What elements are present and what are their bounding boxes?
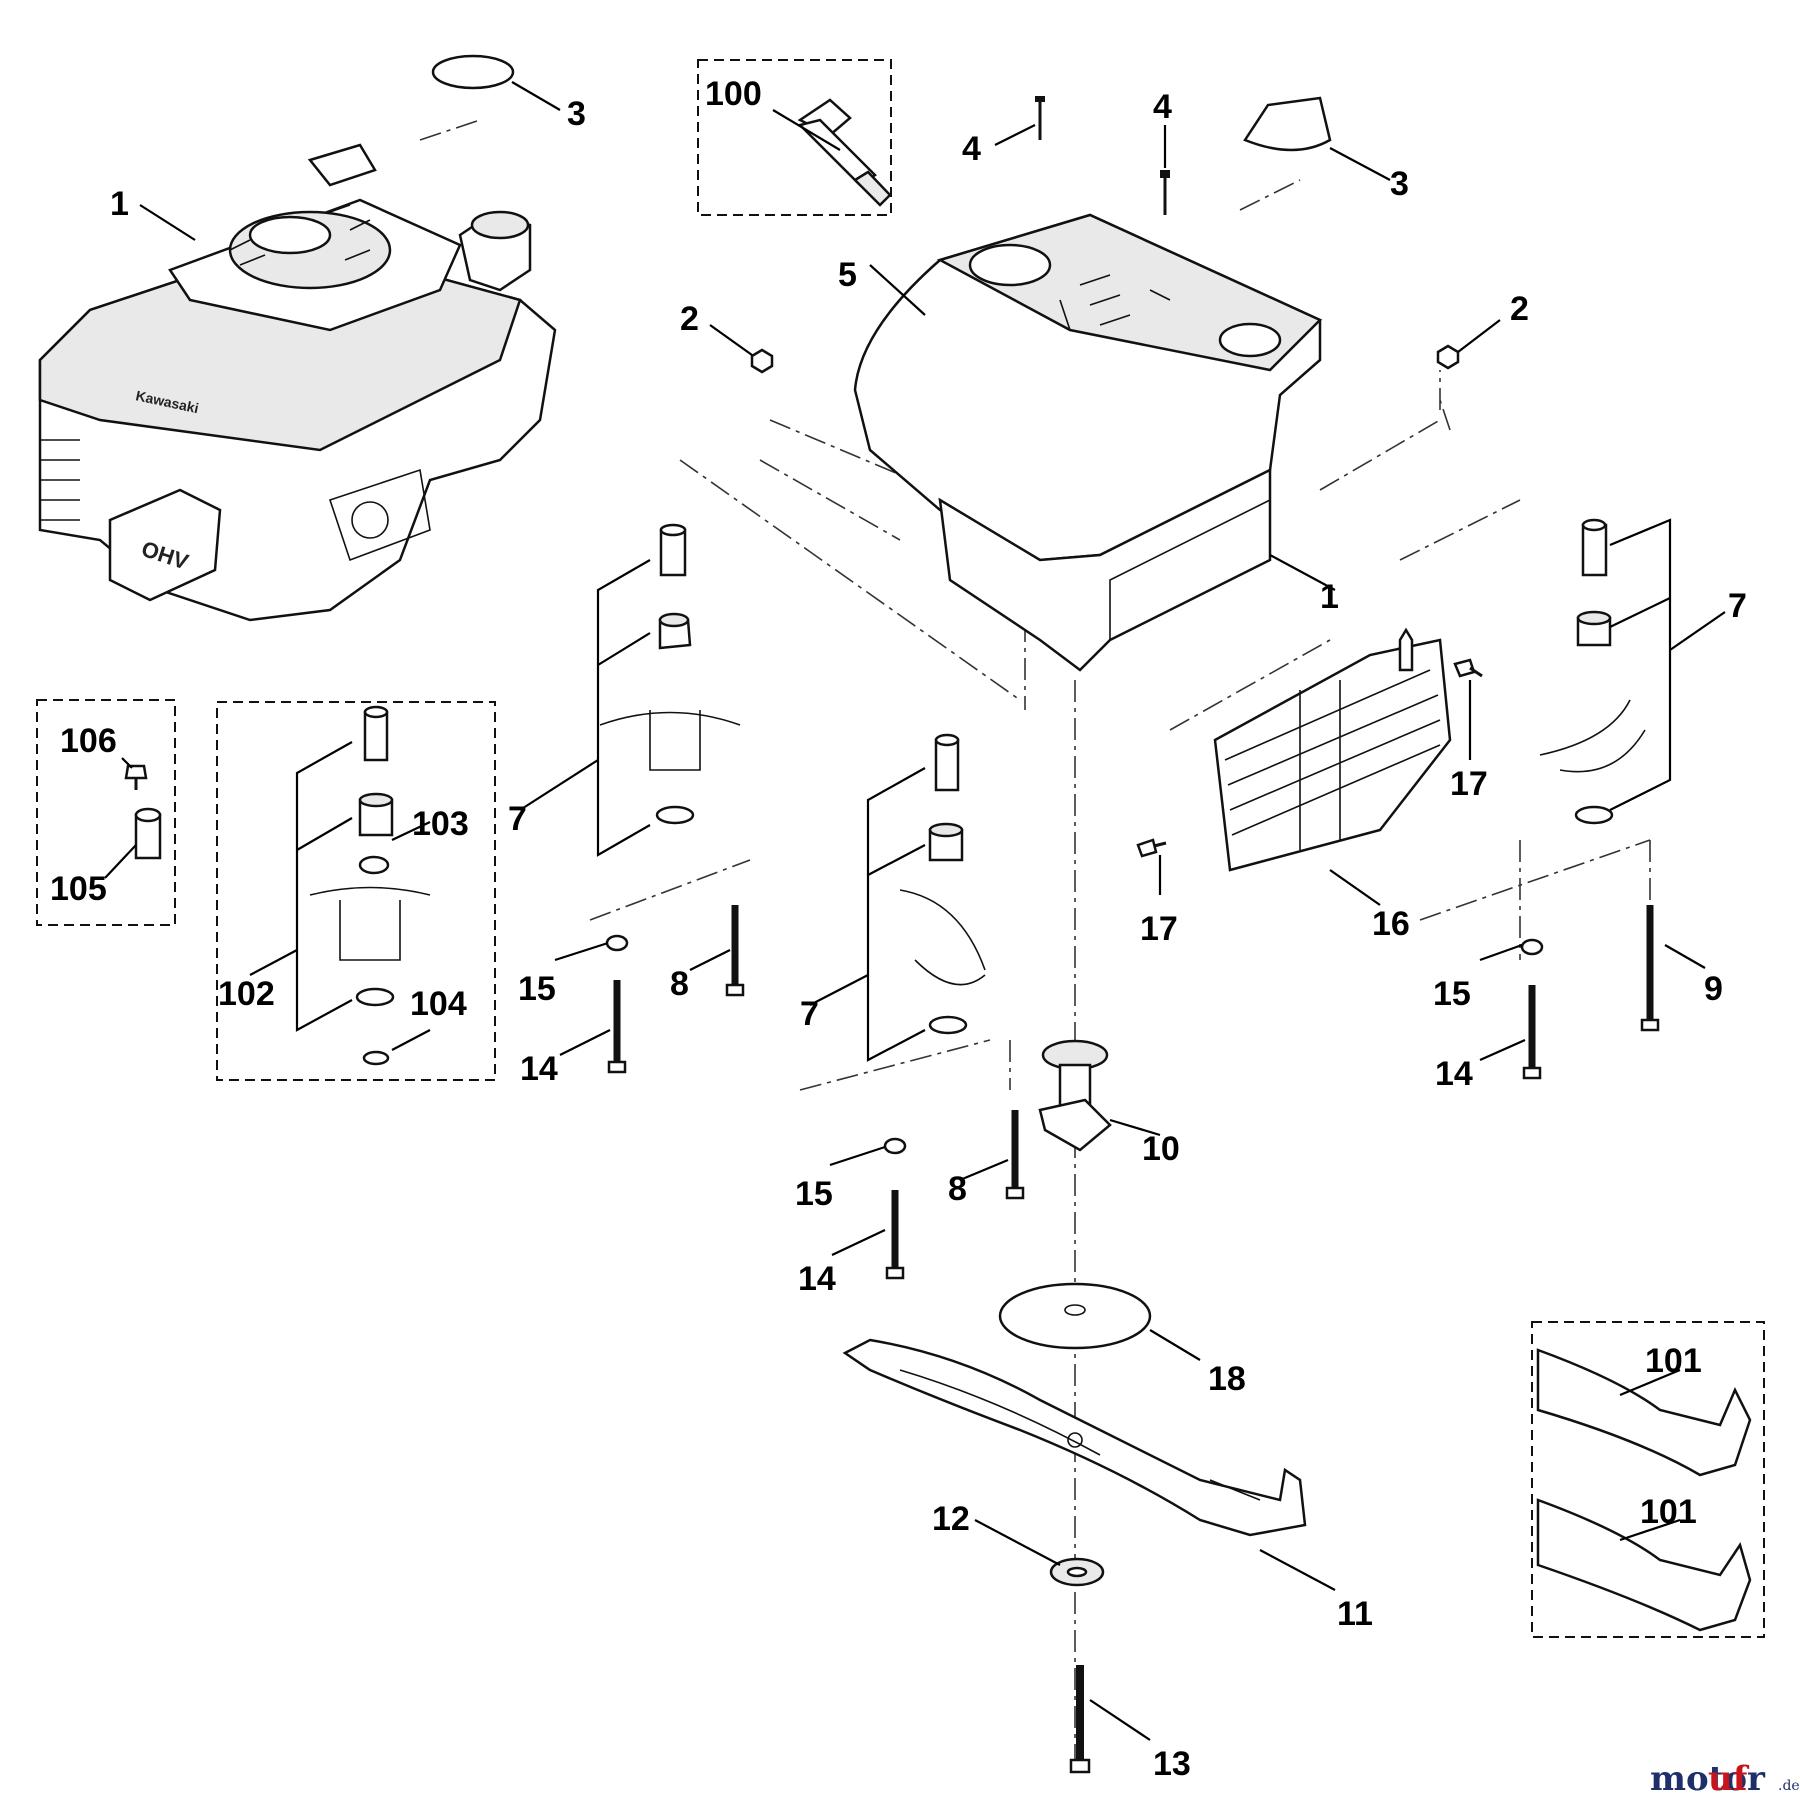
bolt-8-upper <box>725 905 745 997</box>
watermark-suffix: .de <box>1778 1778 1800 1794</box>
washer-15-left <box>605 934 629 952</box>
screw-small-right <box>1160 170 1170 215</box>
callout-mount-center: 7 <box>800 995 819 1033</box>
blade <box>842 1338 1307 1537</box>
bolt-14-right <box>1522 985 1542 1080</box>
callout-nut-left: 2 <box>680 300 699 338</box>
cap-left <box>431 54 515 90</box>
bolt-14-lower <box>885 1190 905 1280</box>
callout-mount-kit: 102 <box>218 975 275 1013</box>
spacer-kit-box <box>36 699 176 926</box>
callout-blade-alt-bottom: 101 <box>1640 1493 1697 1531</box>
mount-kit <box>309 705 431 1066</box>
callout-bolt-14-right: 14 <box>1435 1055 1473 1093</box>
callout-washer-15-left: 15 <box>518 970 556 1008</box>
callout-spark-plug-boot: 100 <box>705 75 762 113</box>
mount-left <box>599 523 741 825</box>
callout-bolt-8-upper: 8 <box>670 965 689 1003</box>
screw-17-top <box>1453 658 1483 678</box>
callout-screw-small-right: 4 <box>1153 88 1172 126</box>
callout-labels: 1 1 2 2 3 3 4 4 5 7 7 7 8 8 9 10 11 12 1… <box>50 75 1747 1783</box>
watermark-part-a: motor <box>1650 1759 1766 1799</box>
callout-blade-bolt: 13 <box>1153 1745 1191 1783</box>
blade-bolt <box>1069 1665 1091 1774</box>
spacer-screw <box>124 764 148 790</box>
callout-kit-small-washer: 104 <box>410 985 467 1023</box>
callout-disc: 18 <box>1208 1360 1246 1398</box>
callout-engine-housing: 1 <box>1320 578 1339 616</box>
mount-kit-box <box>216 701 496 1081</box>
engine-housing <box>938 467 1272 672</box>
callout-spacer: 105 <box>50 870 107 908</box>
callout-screw-small-left: 4 <box>962 130 981 168</box>
blade-alt-top <box>1536 1348 1752 1477</box>
engine-assembly: OHV Kawasaki <box>38 143 557 622</box>
washer-15-right <box>1520 938 1544 956</box>
callout-cover: 5 <box>838 256 857 294</box>
callout-cap-right: 3 <box>1390 165 1409 203</box>
nut-right <box>1436 344 1460 370</box>
callout-blade-alt-top: 101 <box>1645 1342 1702 1380</box>
callout-bolt-8-lower: 8 <box>948 1170 967 1208</box>
callout-mount-left: 7 <box>508 800 527 838</box>
spark-plug-kit-box <box>697 59 892 216</box>
spacer <box>134 807 162 860</box>
callout-cover-plate: 16 <box>1372 905 1410 943</box>
callout-bolt-14-lower: 14 <box>798 1260 836 1298</box>
callout-bolt-9: 9 <box>1704 970 1723 1008</box>
callout-washer-15-lower: 15 <box>795 1175 833 1213</box>
callout-kit-washer: 103 <box>412 805 469 843</box>
callout-washer-15-right: 15 <box>1433 975 1471 1013</box>
bolt-14-left <box>607 980 627 1074</box>
mount-right <box>1539 518 1646 825</box>
spark-plug-boot <box>797 98 892 207</box>
callout-nut-right: 2 <box>1510 290 1529 328</box>
blade-washer <box>1049 1557 1105 1587</box>
bolt-8-lower <box>1005 1110 1025 1200</box>
watermark: motor uf .de <box>1650 1759 1800 1799</box>
blade-alt-bottom <box>1536 1498 1752 1632</box>
callout-engine: 1 <box>110 185 129 223</box>
screw-17-bottom <box>1136 838 1167 858</box>
watermark-part-b: uf <box>1708 1759 1750 1799</box>
callout-blade-washer: 12 <box>932 1500 970 1538</box>
callout-bolt-14-left: 14 <box>520 1050 558 1088</box>
screw-small-left <box>1035 96 1045 140</box>
bolt-9 <box>1640 905 1660 1032</box>
callout-spacer-screw: 106 <box>60 722 117 760</box>
cap-right <box>1243 96 1332 152</box>
engine-cover <box>853 213 1323 562</box>
callout-mount-right: 7 <box>1728 587 1747 625</box>
disc <box>998 1282 1152 1350</box>
callout-blade-adapter: 10 <box>1142 1130 1180 1168</box>
alt-blade-box <box>1531 1321 1765 1638</box>
nut-left <box>750 348 774 374</box>
cover-plate <box>1213 627 1452 872</box>
blade-adapter <box>1038 1039 1112 1152</box>
callout-cap-left: 3 <box>567 95 586 133</box>
callout-screw-17-top: 17 <box>1450 765 1488 803</box>
leader-lines <box>104 81 1726 1741</box>
callout-blade: 11 <box>1337 1595 1373 1633</box>
callout-screw-17-bottom: 17 <box>1140 910 1178 948</box>
mount-center <box>899 733 986 1035</box>
washer-15-lower <box>883 1137 907 1155</box>
